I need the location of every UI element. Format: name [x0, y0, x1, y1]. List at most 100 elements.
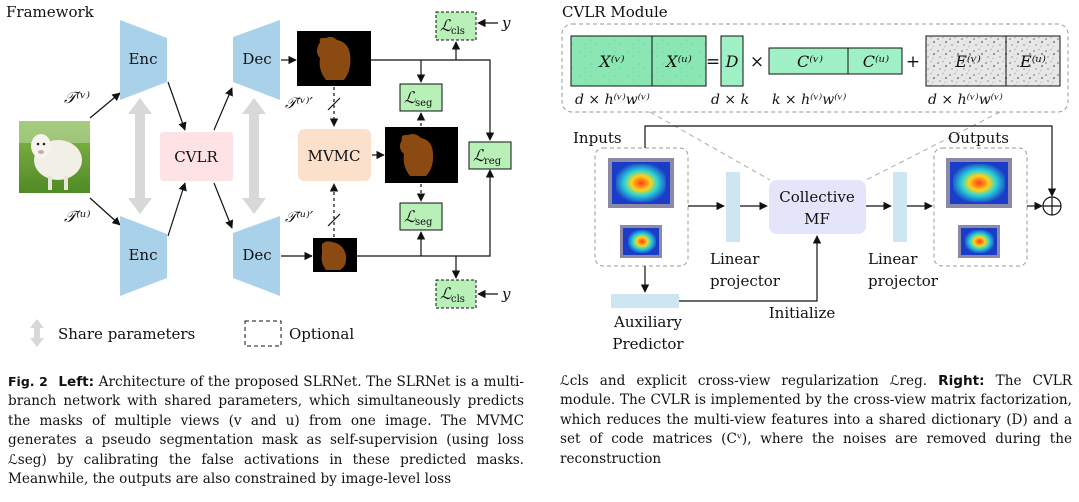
linear-projector-right-label-2: projector: [868, 272, 939, 290]
dec-top-label: Dec: [242, 50, 271, 68]
arrow-image-to-enc-top: [89, 92, 121, 119]
caption-right-text-1: ℒcls and explicit cross-view regularizat…: [560, 373, 928, 389]
outputs-container: [933, 147, 1028, 267]
matrix-x-u-label: X⁽ᵘ⁾: [664, 52, 692, 71]
dim-c-label: k × h⁽ᵛ⁾w⁽ᵛ⁾: [772, 92, 847, 108]
aux-label-1: Auxiliary: [613, 313, 682, 331]
slash-top: [327, 97, 341, 111]
dim-x-label: d × h⁽ᵛ⁾w⁽ᵛ⁾: [575, 92, 650, 108]
loss-cls-bottom-box: [435, 279, 477, 309]
matrix-e: [925, 35, 1061, 87]
collective-mf-label-2: MF: [804, 210, 830, 228]
loss-cls-bottom-symbol: ℒ: [440, 284, 452, 303]
matrix-e-u-label: E⁽ᵘ⁾: [1019, 52, 1046, 71]
times-sign: ×: [750, 52, 764, 72]
loss-seg-top-symbol: ℒ: [404, 88, 416, 107]
matrix-x-v-label: X⁽ᵛ⁾: [597, 52, 624, 71]
enc-top-label: Enc: [128, 50, 157, 68]
collective-mf-label-1: Collective: [779, 188, 855, 206]
caption-left-text: Architecture of the proposed SLRNet. The…: [8, 374, 524, 488]
enc-bottom-label: Enc: [128, 246, 157, 264]
mvmc-block-label: MVMC: [307, 147, 360, 165]
linear-projector-right-label-1: Linear: [868, 250, 918, 268]
framework-title: Framework: [6, 3, 95, 21]
share-arrow-enc: [128, 98, 152, 214]
arrow-enc-bottom-to-cvlr: [167, 182, 187, 237]
connector-right: [865, 111, 1001, 181]
loss-seg-top-box: [399, 83, 443, 112]
loss-reg-box: [468, 141, 512, 170]
enc-top-block: [120, 20, 167, 100]
collective-mf-block: [769, 180, 866, 234]
output-feature-map-small: [958, 225, 1000, 258]
caption-left: Fig. 2 Left: Architecture of the propose…: [8, 372, 524, 489]
linear-projector-right: [893, 172, 907, 242]
loss-reg-sub: reg: [484, 156, 502, 167]
cvlr-block: [160, 132, 233, 181]
residual-line: [644, 125, 1057, 197]
share-parameters-legend-icon: [30, 319, 44, 347]
cvlr-block-label: CVLR: [174, 148, 218, 166]
matrix-x: [570, 35, 707, 87]
matrix-e-v-label: E⁽ᵛ⁾: [954, 52, 981, 71]
mask-top-image: [297, 31, 371, 86]
loss-reg-symbol: ℒ: [473, 146, 485, 165]
sheep-input-image: [19, 121, 90, 193]
loss-seg-top-sub: seg: [415, 98, 433, 109]
dec-bottom-label: Dec: [242, 246, 271, 264]
outputs-label: Outputs: [948, 129, 1009, 147]
line-mask-top-to-lreg: [371, 59, 495, 141]
caption-right-text-2: The CVLR module. The CVLR is implemented…: [560, 373, 1072, 467]
legend-optional-label: Optional: [289, 325, 354, 343]
loss-seg-bottom-box: [399, 202, 443, 231]
dec-top-block: [233, 20, 280, 100]
dec-bottom-block: [233, 216, 280, 296]
loss-cls-top-symbol: ℒ: [440, 16, 452, 35]
figure-canvas: Framework 𝒯⁽ᵛ⁾ 𝒯⁽ᵘ⁾ Enc Enc CVLR: [6, 3, 1069, 353]
equals-sign: =: [706, 52, 720, 72]
t-u-prime-label: 𝒯⁽ᵘ⁾′: [285, 208, 314, 226]
matrix-d: [720, 35, 744, 87]
loss-cls-top-sub: cls: [451, 26, 465, 37]
plus-sign: +: [906, 52, 920, 72]
caption-right: ℒcls and explicit cross-view regularizat…: [560, 372, 1072, 469]
initialize-line: [679, 235, 822, 302]
arrow-cvlr-to-dec-bottom: [213, 182, 234, 229]
connector-left: [649, 111, 771, 181]
optional-legend-box: [244, 320, 282, 347]
cvlr-module-title: CVLR Module: [562, 3, 668, 21]
inputs-container: [594, 147, 689, 267]
mvmc-block: [298, 129, 371, 181]
matrix-c: [768, 47, 903, 75]
y-bottom-label: y: [501, 285, 511, 303]
t-v-prime-label: 𝒯⁽ᵛ⁾′: [285, 94, 313, 112]
share-arrow-dec: [242, 98, 266, 214]
loss-seg-bottom-symbol: ℒ: [404, 207, 416, 226]
initialize-label: Initialize: [769, 304, 836, 322]
y-top-label: y: [501, 14, 511, 32]
auxiliary-predictor-block: [611, 294, 679, 308]
arrow-image-to-enc-bottom: [89, 197, 121, 226]
arrow-enc-top-to-cvlr: [167, 81, 187, 131]
caption-right-heading: Right:: [938, 373, 985, 389]
matrix-c-v-label: C⁽ᵛ⁾: [797, 52, 823, 71]
figure-number: Fig. 2: [8, 374, 48, 389]
loss-seg-bottom-sub: seg: [415, 217, 433, 228]
linear-projector-left: [726, 172, 740, 242]
enc-bottom-block: [120, 216, 167, 296]
input-feature-map-small: [620, 225, 662, 258]
aux-label-2: Predictor: [612, 335, 684, 353]
loss-cls-bottom-sub: cls: [451, 294, 465, 305]
legend-share-label: Share parameters: [58, 325, 195, 343]
inputs-label: Inputs: [573, 129, 622, 147]
linear-projector-left-label-1: Linear: [710, 250, 760, 268]
line-mask-bottom-to-lreg: [357, 169, 495, 257]
t-u-label: 𝒯⁽ᵘ⁾: [64, 207, 91, 226]
output-feature-map-large: [946, 158, 1012, 208]
linear-projector-left-label-2: projector: [710, 272, 781, 290]
mask-bottom-image: [313, 238, 357, 272]
t-v-label: 𝒯⁽ᵛ⁾: [64, 88, 90, 107]
arrow-cvlr-to-dec-top: [213, 87, 233, 131]
input-feature-map-large: [608, 158, 674, 208]
matrix-c-u-label: C⁽ᵘ⁾: [863, 52, 890, 71]
